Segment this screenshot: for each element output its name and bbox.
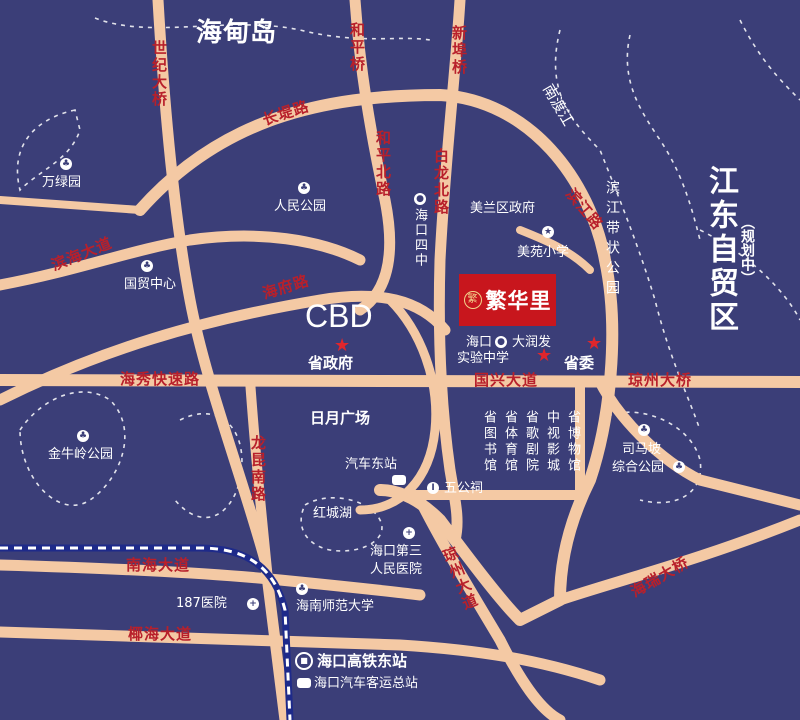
project-fanhuali[interactable]: 繁 繁华里	[459, 274, 556, 326]
project-logo-icon: 繁	[463, 291, 482, 309]
place-cbd: CBD	[305, 298, 373, 334]
place-third-hospital-2[interactable]: 人民医院	[370, 562, 423, 577]
bus-icon	[392, 475, 406, 485]
place-meilan-gov[interactable]: 美兰区政府	[470, 201, 536, 216]
road-xinbu-bridge: 新埠桥	[450, 25, 468, 76]
area-jiangdong-note: （规划中）	[739, 215, 755, 285]
place-hongcheng-lake[interactable]: 红城湖	[313, 506, 353, 521]
place-guomao[interactable]: 国贸中心	[124, 277, 177, 292]
area-haidian-island: 海甸岛	[196, 18, 278, 48]
place-normal-univ[interactable]: 海南师范大学	[296, 599, 375, 614]
star-icon: ★	[542, 226, 554, 238]
place-haikou-no4[interactable]: 海口四中	[412, 208, 427, 268]
road-bailong-north: 白龙北路	[432, 148, 450, 216]
place-wugong-temple[interactable]: 五公祠	[444, 481, 484, 496]
road-shiji-bridge: 世纪大桥	[150, 40, 168, 108]
place-riyue-plaza[interactable]: 日月广场	[310, 409, 371, 427]
place-simapo-park-1[interactable]: 司马坡	[622, 442, 662, 457]
place-theater[interactable]: 省歌剧院	[523, 410, 538, 474]
tree-icon: ♣	[638, 424, 650, 436]
road-heping-north: 和平北路	[374, 130, 392, 198]
road-longkun-south: 龙昆南路	[249, 435, 267, 503]
temple-icon: Ⅰ	[427, 482, 439, 494]
school-icon: ●	[414, 193, 426, 205]
road-yehai-ave: 椰海大道	[128, 625, 193, 643]
project-name: 繁华里	[485, 289, 552, 313]
place-haikou-school-1[interactable]: 海口	[466, 335, 493, 350]
place-museum[interactable]: 省博物馆	[565, 410, 580, 474]
railway-line	[0, 544, 294, 720]
train-icon: ■	[295, 652, 313, 670]
place-haikou-school-2[interactable]: 实验中学	[457, 351, 510, 366]
cross-icon: +	[247, 598, 259, 610]
star-icon: ★	[536, 345, 553, 366]
place-darunfa[interactable]: 大润发	[512, 335, 552, 350]
place-provincial-committee[interactable]: 省委	[564, 354, 595, 372]
place-simapo-park-2[interactable]: 综合公园	[612, 460, 665, 475]
place-people-park[interactable]: 人民公园	[274, 199, 327, 214]
place-jinniuling-park[interactable]: 金牛岭公园	[48, 447, 114, 462]
area-jiangdong: 江东自贸区	[703, 165, 738, 335]
star-icon: ★	[586, 333, 603, 354]
place-wanlv-park[interactable]: 万绿园	[42, 175, 82, 190]
tree-icon: ♣	[60, 158, 72, 170]
place-gym[interactable]: 省体育馆	[502, 410, 517, 474]
tree-icon: ♣	[141, 260, 153, 272]
place-tv-cinema[interactable]: 中视影城	[544, 410, 559, 474]
road-nanhai-ave: 南海大道	[126, 556, 191, 574]
place-hospital-187[interactable]: 187医院	[176, 596, 227, 611]
road-guoxing-ave: 国兴大道	[474, 371, 539, 389]
district-boundaries	[16, 17, 800, 552]
place-bus-terminal[interactable]: 海口汽车客运总站	[314, 676, 419, 691]
place-provincial-gov[interactable]: 省政府	[308, 354, 354, 372]
school-icon: ●	[495, 336, 507, 348]
tree-icon: ♣	[298, 182, 310, 194]
place-third-hospital-1[interactable]: 海口第三	[370, 544, 423, 559]
place-qiche-east[interactable]: 汽车东站	[345, 457, 398, 472]
bus-icon	[297, 678, 311, 688]
tree-icon: ♣	[296, 583, 308, 595]
place-meiyuan-school[interactable]: 美苑小学	[517, 245, 570, 260]
place-hsr-east[interactable]: 海口高铁东站	[317, 652, 408, 670]
tree-icon: ♣	[673, 461, 685, 473]
place-library[interactable]: 省图书馆	[481, 410, 496, 474]
road-qiongzhou-bridge: 琼州大桥	[628, 371, 693, 389]
riverside-park: 滨江带状公园	[604, 180, 620, 300]
road-heping-bridge: 和平桥	[348, 22, 366, 73]
tree-icon: ♣	[77, 430, 89, 442]
cross-icon: +	[403, 527, 415, 539]
road-haixiu-expressway: 海秀快速路	[120, 370, 201, 388]
star-icon: ★	[334, 335, 351, 356]
